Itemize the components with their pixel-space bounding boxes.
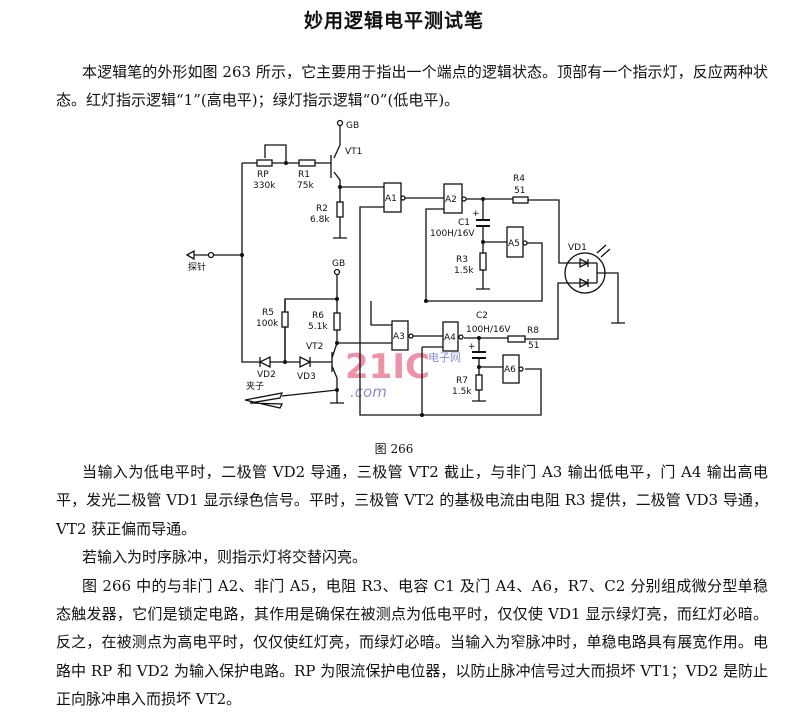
label-vd1: VD1 (568, 243, 587, 253)
logic-gates (383, 182, 528, 384)
label-vt2: VT2 (306, 342, 323, 352)
label-r7: R7 (456, 376, 468, 386)
label-r3-value: 1.5k (454, 266, 474, 276)
label-r8: R8 (527, 326, 539, 336)
resistor-r4 (512, 196, 529, 204)
label-r2-value: 6.8k (310, 215, 330, 225)
nodes (240, 161, 485, 417)
terminals (185, 119, 344, 276)
probe-terminal-icon (207, 251, 215, 259)
label-r2: R2 (316, 204, 328, 214)
paragraph: 若输入为时序脉冲，则指示灯将交替闪亮。 (82, 548, 368, 567)
clip-icon (244, 392, 284, 409)
diodes (244, 244, 611, 409)
label-c2: C2 (476, 311, 488, 321)
gate-a4 (442, 321, 459, 352)
label-plus-c1: + (472, 209, 480, 219)
led-vd1-icon (564, 244, 611, 294)
label-r4: R4 (513, 174, 525, 184)
paragraph: 当输入为低电平时，二极管 VD2 导通，三极管 VT2 截止，与非门 A3 输出… (56, 463, 768, 538)
label-a2: A2 (445, 195, 457, 205)
label-probe: 探针 (188, 261, 206, 273)
intro-paragraph: 本逻辑笔的外形如图 263 所示，它主要用于指出一个端点的逻辑状态。顶部有一个指… (56, 63, 768, 110)
label-rp-value: 330k (253, 181, 276, 191)
label-a5: A5 (508, 239, 520, 249)
document-title: 妙用逻辑电平测试笔 (303, 10, 484, 32)
label-vd3: VD3 (297, 372, 316, 382)
label-r1-value: 75k (297, 181, 314, 191)
gb-terminal-icon (333, 268, 341, 276)
label-r5-value: 100k (256, 319, 279, 329)
figure-caption: 图 266 (374, 442, 414, 456)
label-a6: A6 (504, 365, 516, 375)
label-a1: A1 (385, 194, 397, 204)
label-rp: RP (257, 170, 269, 180)
label-plus-c2: + (468, 342, 476, 352)
label-clip: 夹子 (246, 380, 264, 392)
resistor-rp (256, 159, 273, 167)
label-gb1: GB (346, 121, 359, 131)
diode-vd3-icon (299, 355, 312, 369)
label-vd2: VD2 (257, 370, 276, 380)
resistor-r6 (333, 312, 341, 331)
label-a3: A3 (393, 332, 405, 342)
watermark-brand: 21IC (345, 347, 430, 387)
resistor-r8 (507, 335, 526, 343)
label-r1: R1 (298, 170, 310, 180)
capacitor-c2 (472, 351, 486, 359)
label-c2-value: 100H/16V (466, 325, 511, 335)
label-r6-value: 5.1k (308, 322, 328, 332)
label-r5: R5 (262, 308, 274, 318)
resistor-r2 (336, 201, 344, 218)
label-a4: A4 (444, 333, 456, 343)
circuit-diagram: 21IC 电子网 .com (185, 119, 625, 417)
label-c1: C1 (458, 218, 470, 228)
resistors (256, 159, 529, 391)
label-vt1: VT1 (345, 147, 362, 157)
label-r6: R6 (312, 311, 324, 321)
label-r3: R3 (456, 255, 468, 265)
watermark-domain: .com (350, 383, 387, 401)
watermark: 21IC 电子网 .com (345, 347, 461, 401)
watermark-sub: 电子网 (428, 351, 461, 364)
label-r8-value: 51 (528, 341, 539, 351)
resistor-r5 (281, 311, 289, 328)
resistor-r1 (298, 159, 316, 167)
diode-vd2-icon (258, 355, 271, 369)
body-text: 当输入为低电平时，二极管 VD2 导通，三极管 VT2 截止，与非门 A3 输出… (56, 458, 768, 714)
wires (187, 126, 625, 416)
gb-terminal-icon (336, 119, 344, 127)
paragraph: 图 266 中的与非门 A2、非门 A5，电阻 R3、电容 C1 及门 A4、A… (56, 576, 768, 709)
resistor-r3 (479, 252, 487, 271)
label-c1-value: 100H/16V (430, 229, 475, 239)
label-gb2: GB (332, 259, 345, 269)
probe-tip-icon (185, 249, 195, 261)
resistor-r7 (475, 374, 483, 391)
label-r7-value: 1.5k (452, 387, 472, 397)
label-r4-value: 51 (514, 186, 525, 196)
capacitors (472, 219, 490, 359)
gate-a3 (391, 320, 409, 351)
capacitor-c1 (476, 219, 490, 227)
